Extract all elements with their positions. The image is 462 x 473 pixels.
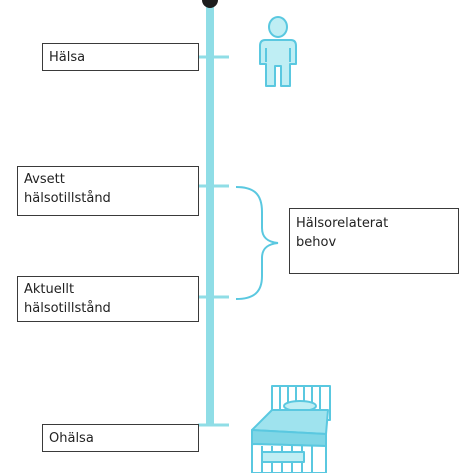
label-behov-line1: Hälsorelaterat <box>296 216 389 231</box>
health-scale-axis <box>206 6 214 426</box>
person-icon <box>259 16 297 87</box>
label-aktuellt: Aktuellt hälsotillstånd <box>17 276 199 322</box>
label-ohalsa: Ohälsa <box>42 424 199 452</box>
label-aktuellt-line2: hälsotillstånd <box>24 301 111 316</box>
label-aktuellt-line1: Aktuellt <box>24 282 75 297</box>
label-halsa-text: Hälsa <box>49 50 86 65</box>
label-halsorelaterat-behov: Hälsorelaterat behov <box>289 208 459 274</box>
label-avsett: Avsett hälsotillstånd <box>17 166 199 216</box>
label-avsett-line2: hälsotillstånd <box>24 191 111 206</box>
label-avsett-line1: Avsett <box>24 172 65 187</box>
label-behov-line2: behov <box>296 235 337 250</box>
label-ohalsa-text: Ohälsa <box>49 431 94 446</box>
axis-top-knob <box>202 0 218 8</box>
brace-icon <box>235 186 279 300</box>
label-halsa: Hälsa <box>42 43 199 71</box>
hospital-bed-icon <box>251 385 331 473</box>
